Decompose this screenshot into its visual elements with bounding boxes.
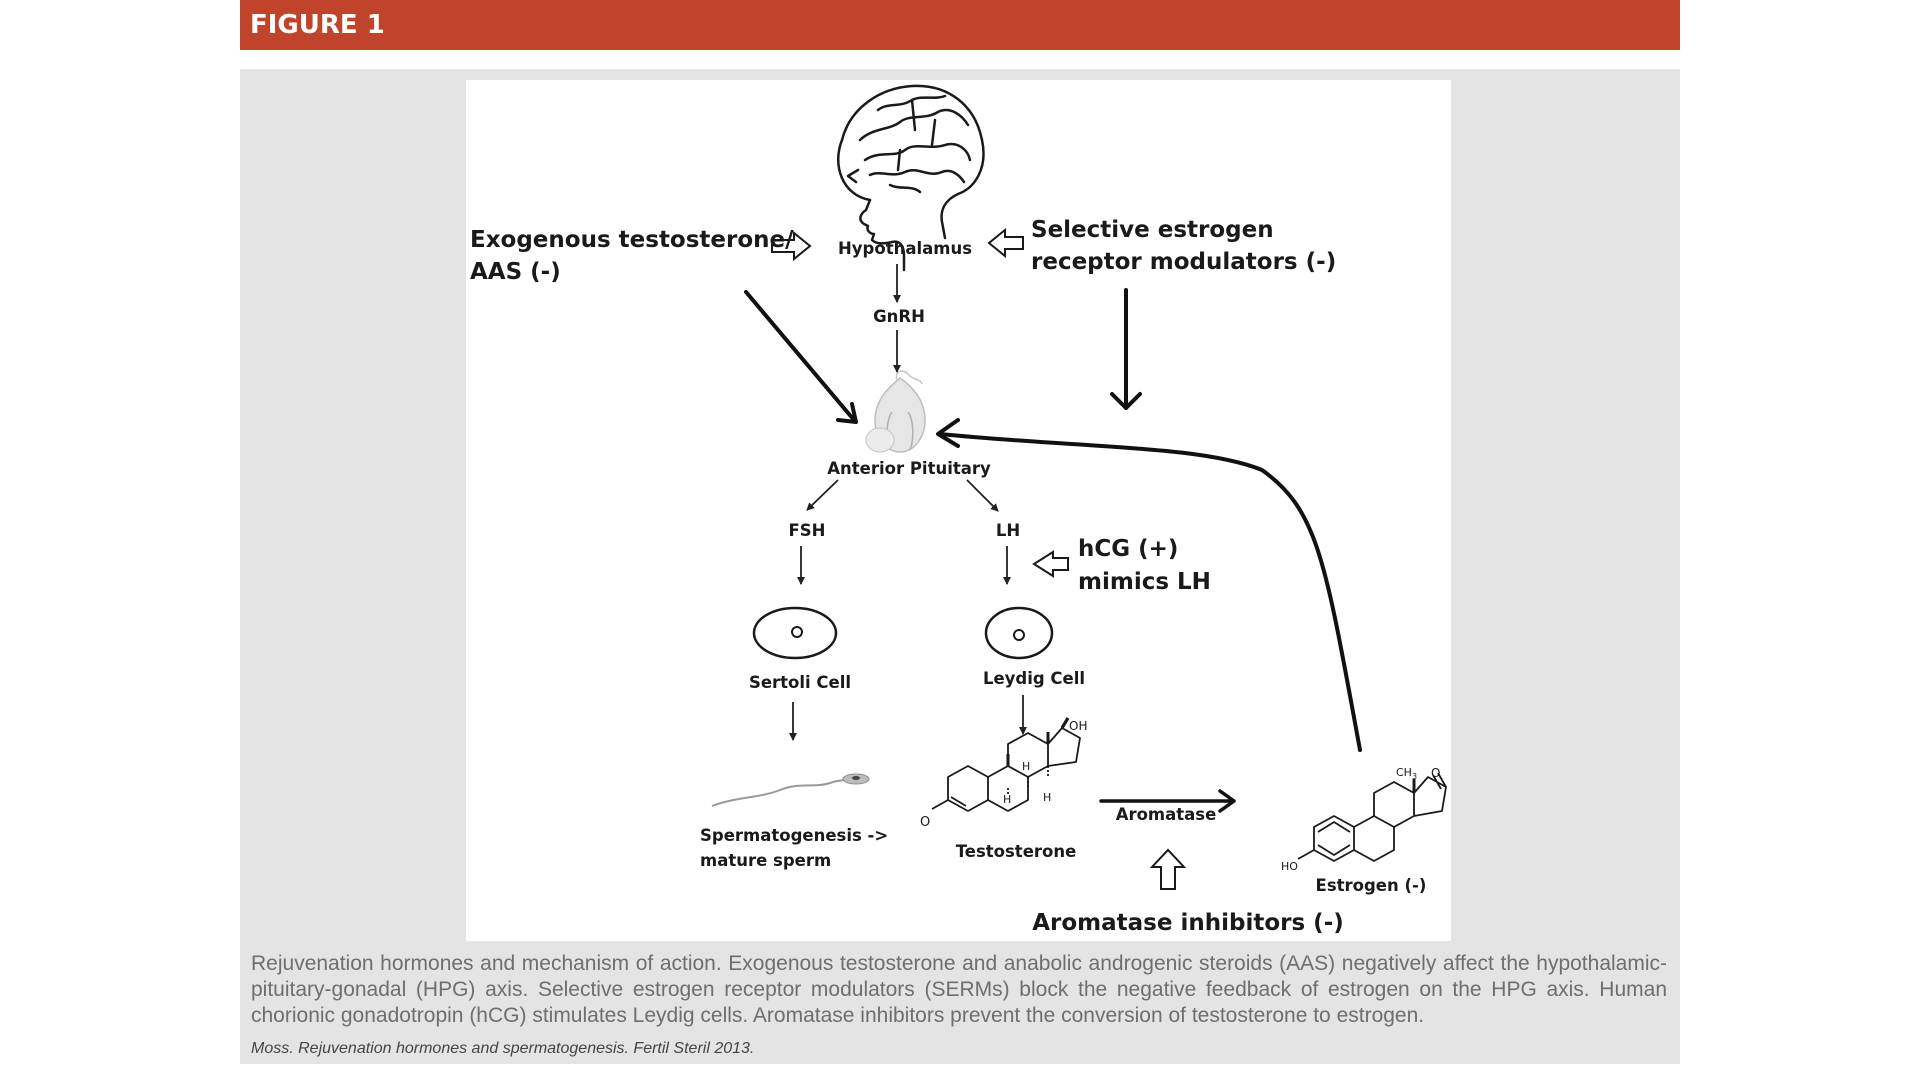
leydig-cell-icon (984, 606, 1054, 660)
exogenous-testosterone-label-line1: Exogenous testosterone/ (470, 227, 794, 253)
testosterone-oh-label: OH (1069, 719, 1087, 733)
estrogen-ho-label: HO (1281, 860, 1298, 873)
hypothalamus-label: Hypothalamus (838, 239, 972, 258)
diagram-panel (466, 80, 1451, 941)
aromatase-inhibitors-label: Aromatase inhibitors (-) (1032, 910, 1344, 936)
sertoli-cell-icon (752, 606, 838, 660)
pituitary-gland-icon (865, 370, 926, 453)
pituitary-to-fsh-arrow (806, 479, 839, 511)
estrogen-ch3-label: CH3 (1396, 766, 1417, 781)
gnrh-label: GnRH (873, 307, 925, 326)
estrogen-label: Estrogen (-) (1316, 876, 1427, 895)
hcg-label-line1: hCG (+) (1078, 536, 1178, 562)
testosterone-label: Testosterone (956, 842, 1077, 861)
hcg-label-line2: mimics LH (1078, 569, 1211, 595)
testosterone-structure-icon (931, 717, 1081, 812)
testosterone-h-label-2: H (1003, 793, 1011, 806)
testosterone-h-label-1: H (1022, 760, 1030, 773)
figure-title: FIGURE 1 (240, 0, 1680, 50)
spermatogenesis-label-line1: Spermatogenesis -> (700, 826, 888, 845)
leydig-cell-label: Leydig Cell (983, 669, 1085, 688)
figure-citation: Moss. Rejuvenation hormones and spermato… (251, 1040, 755, 1057)
testosterone-h-label-3: H (1043, 791, 1051, 804)
brain-head-icon (837, 84, 985, 272)
estrogen-o-label: O (1431, 766, 1440, 780)
aromatase-inhibitor-arrow (1149, 848, 1187, 890)
fsh-label: FSH (789, 521, 826, 540)
anterior-pituitary-label: Anterior Pituitary (827, 459, 991, 478)
spermatogenesis-label-line2: mature sperm (700, 851, 831, 870)
aromatase-label: Aromatase (1116, 805, 1217, 824)
exogenous-to-pituitary-arrow (744, 290, 856, 422)
exogenous-inhibition-arrow (771, 230, 812, 262)
serm-label-line1: Selective estrogen (1031, 217, 1274, 243)
serm-label-line2: receptor modulators (-) (1031, 249, 1336, 275)
serm-inhibition-arrow (987, 227, 1024, 259)
sperm-icon (711, 773, 870, 807)
estrogen-feedback-arrow (938, 432, 1362, 752)
hcg-stimulation-arrow (1032, 550, 1069, 578)
figure-caption: Rejuvenation hormones and mechanism of a… (251, 952, 1667, 1027)
sertoli-cell-label: Sertoli Cell (749, 673, 851, 692)
estrogen-structure-icon (1297, 772, 1447, 862)
lh-label: LH (996, 521, 1020, 540)
exogenous-testosterone-label-line2: AAS (-) (470, 259, 561, 285)
testosterone-o-label: O (920, 815, 930, 830)
pituitary-to-lh-arrow (966, 479, 999, 512)
